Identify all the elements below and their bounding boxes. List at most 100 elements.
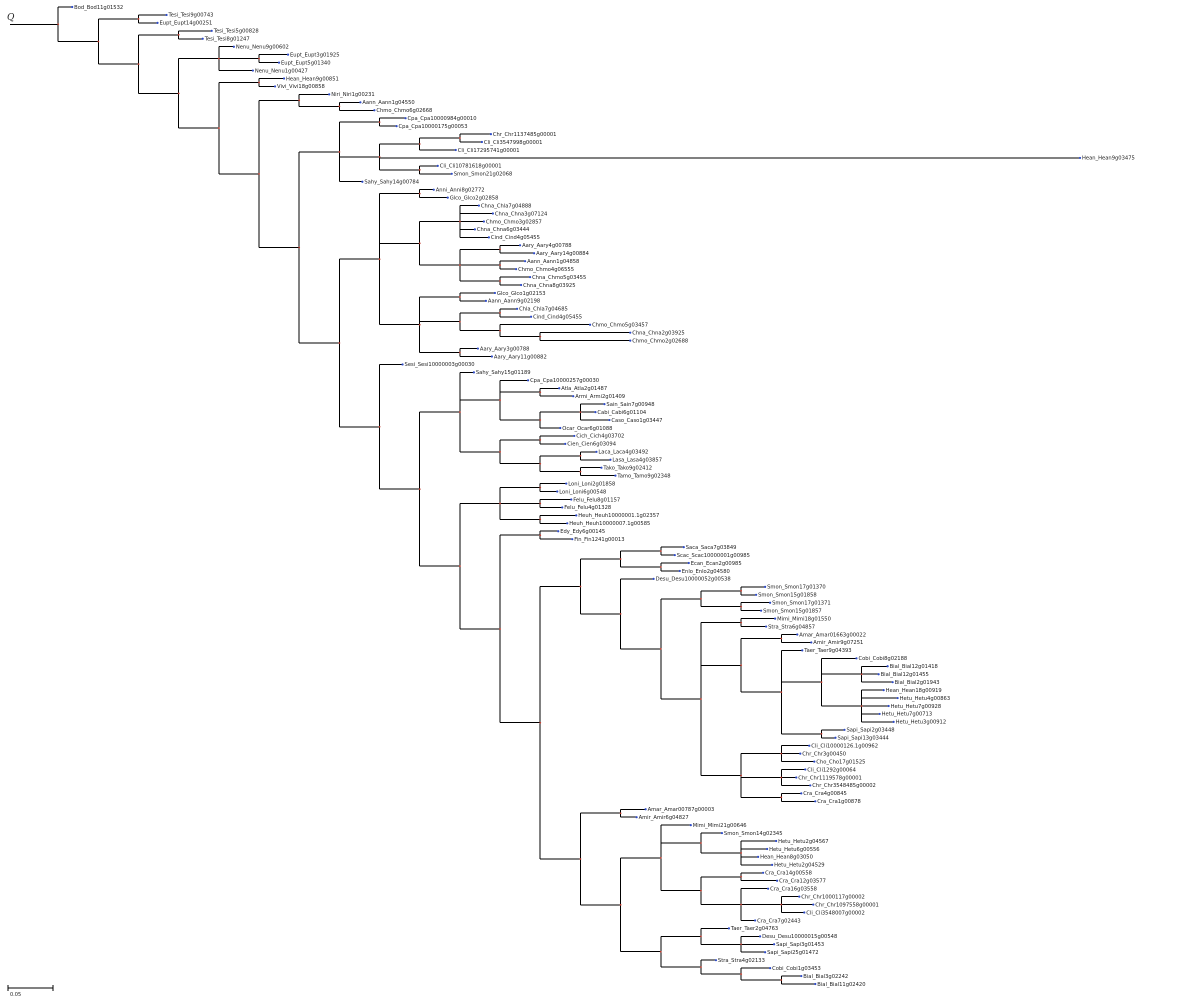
tip-label: Eupt_Eupt3g01925 — [290, 52, 339, 58]
tip-marker — [588, 323, 592, 326]
tip-label: Fin_Fin1241g00013 — [574, 537, 624, 543]
tip-label: Cli_Cli3547998g00001 — [484, 140, 543, 146]
node-marker — [700, 966, 702, 969]
tip-label: Cabi_Cabi6g01104 — [597, 410, 646, 416]
tip-marker — [766, 847, 769, 851]
node-marker — [700, 597, 702, 600]
tip-marker — [446, 196, 449, 199]
tip-label: Cra_Cra1g00878 — [817, 799, 861, 805]
node-marker — [740, 875, 743, 878]
tip-marker — [480, 140, 483, 144]
tip-label: Chna_Chna8g03925 — [523, 283, 575, 289]
tip-label: Felu_Felu4g01328 — [564, 505, 611, 511]
tip-label: Nenu_Nenu9g00602 — [236, 45, 289, 51]
tip-marker — [477, 204, 480, 207]
tip-label: Lasa_Lasa4g03857 — [612, 458, 662, 464]
node-marker — [579, 454, 582, 457]
tip-marker — [518, 244, 522, 247]
tip-marker — [804, 768, 807, 771]
tip-label: Loni_Loni2g01858 — [568, 481, 615, 487]
tip-marker — [755, 593, 758, 596]
tip-label: Cind_Cind4g05455 — [533, 315, 582, 321]
node-marker — [700, 889, 702, 892]
node-marker — [217, 127, 220, 130]
tip-marker — [609, 458, 612, 461]
node-marker — [499, 399, 501, 402]
tip-label: Bial_Bial3g02242 — [803, 974, 848, 980]
tip-marker — [373, 109, 376, 112]
tip-marker — [892, 720, 895, 723]
node-marker — [740, 605, 743, 608]
tip-label: Cra_Cra4g00845 — [803, 791, 847, 797]
tip-label: Laca_Laca4g03492 — [598, 450, 648, 456]
tip-marker — [614, 474, 617, 477]
tip-marker — [652, 577, 655, 581]
tip-marker — [635, 816, 638, 819]
tip-label: Chmo_Chmo2g02688 — [632, 338, 688, 344]
tip-marker — [727, 927, 731, 930]
tip-marker — [489, 132, 492, 136]
tip-marker — [757, 855, 760, 859]
tip-marker — [720, 831, 724, 835]
node-marker — [418, 323, 421, 326]
node-marker — [258, 81, 260, 84]
tip-label: Taer_Taer2g04763 — [730, 926, 778, 932]
node-marker — [499, 628, 501, 630]
tip-marker — [565, 482, 568, 485]
tip-marker — [564, 442, 567, 445]
support-values — [57, 18, 863, 981]
tip-marker — [882, 689, 885, 692]
tip-marker — [482, 220, 485, 223]
tip-label: Cpa_Cpa10000257g00030 — [530, 378, 599, 384]
root-label: Q — [7, 13, 15, 23]
node-marker — [338, 342, 341, 344]
node-marker — [177, 92, 180, 95]
tip-label: Eupt_Eupt5g01340 — [281, 60, 330, 66]
node-marker — [780, 637, 783, 640]
tip-marker — [714, 959, 718, 962]
tip-marker — [432, 188, 435, 191]
tip-marker — [877, 673, 880, 676]
tip-marker — [573, 434, 576, 438]
node-marker — [659, 950, 662, 953]
tip-marker — [277, 61, 281, 64]
node-marker — [740, 774, 743, 777]
node-marker — [740, 903, 743, 906]
node-marker — [137, 63, 140, 66]
tip-marker — [201, 37, 204, 40]
node-marker — [700, 842, 702, 844]
node-marker — [539, 486, 542, 489]
tip-label: Aann_Aann1g04550 — [362, 100, 414, 106]
node-marker — [258, 173, 260, 175]
tip-marker — [774, 617, 777, 620]
node-marker — [579, 858, 582, 860]
tip-marker — [493, 291, 496, 295]
tip-marker — [687, 561, 690, 565]
node-marker — [418, 192, 421, 195]
tip-marker — [600, 466, 603, 469]
node-marker — [780, 979, 783, 981]
tip-label: Hean_Hean8g03050 — [760, 855, 813, 861]
tip-label: Ocar_Ocar6g01088 — [562, 426, 612, 432]
tip-marker — [678, 569, 681, 573]
tip-marker — [809, 784, 812, 787]
tip-label: Desu_Desu10000015g00548 — [762, 934, 837, 940]
tip-label: Glco_Glco1g02153 — [497, 291, 546, 297]
tip-label: Cli_Cli17295741g00001 — [458, 148, 520, 154]
tip-label: Nenu_Nenu1g00427 — [255, 68, 308, 74]
node-marker — [780, 903, 783, 906]
tip-marker — [529, 315, 533, 318]
tip-label: Chla_Chla7g04685 — [519, 307, 568, 313]
tip-marker — [401, 363, 404, 366]
tip-marker — [689, 824, 692, 827]
tip-marker — [803, 911, 806, 914]
tip-marker — [572, 395, 575, 398]
tip-marker — [644, 808, 647, 811]
node-marker — [459, 137, 461, 139]
tip-marker — [594, 410, 597, 414]
tip-marker — [472, 371, 475, 374]
tip-marker — [484, 299, 487, 302]
tip-marker — [808, 744, 811, 747]
tip-marker — [767, 887, 770, 890]
tip-label: Hetu_Hetu7g00713 — [882, 712, 933, 718]
